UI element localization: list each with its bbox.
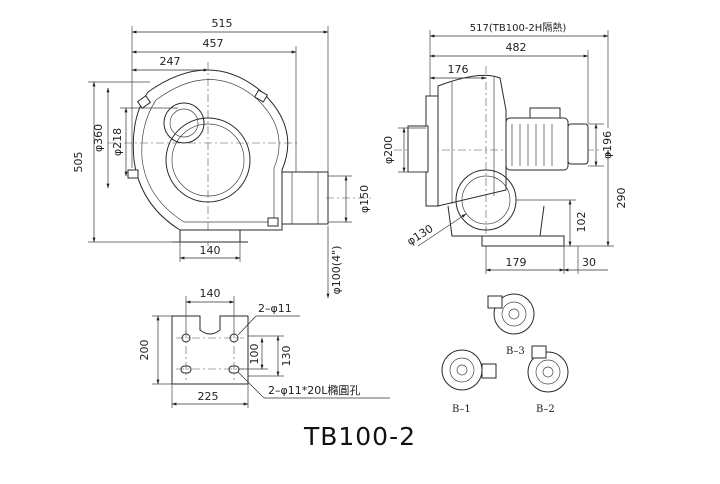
front-view: 515 457 247 505 φ360 φ218 φ150 φ100(4") …	[72, 17, 372, 299]
side-view: 517(TB100-2H隔熱) 482 176 φ200 φ196 290 10…	[382, 21, 628, 274]
dim-phi130: φ130	[405, 222, 436, 248]
dim-457: 457	[203, 37, 224, 50]
dim-plate-225: 225	[198, 390, 219, 403]
dim-179: 179	[506, 256, 527, 269]
dim-phi360: φ360	[92, 124, 105, 152]
side-base	[481, 235, 565, 247]
dim-plate-140: 140	[200, 287, 221, 300]
impeller-ring	[165, 117, 251, 203]
dim-holes-top: 2–φ11	[258, 302, 292, 315]
label-b1: B–1	[452, 404, 471, 415]
base-plate-view: 140 2–φ11 200 100 130 225 2–φ11*20L橢圓孔	[138, 287, 390, 408]
inlet-circle	[163, 102, 205, 144]
dim-515: 515	[212, 17, 233, 30]
diagram-title: TB100-2	[303, 422, 417, 451]
dim-phi196: φ196	[601, 131, 614, 159]
label-b2: B–2	[536, 404, 555, 415]
dim-482: 482	[506, 41, 527, 54]
b1-outlet	[481, 363, 497, 379]
dim-phi100: φ100(4")	[330, 246, 343, 295]
orientation-b3: B–3	[487, 293, 535, 357]
label-b3: B–3	[506, 346, 525, 357]
dim-plate-130: 130	[280, 346, 293, 367]
dim-247: 247	[160, 55, 181, 68]
dim-base-140: 140	[200, 244, 221, 257]
orientation-b2: B–2	[527, 345, 569, 415]
motor-body	[505, 117, 569, 171]
dim-102: 102	[575, 212, 588, 233]
b2-outlet	[531, 345, 547, 359]
dim-176: 176	[448, 63, 469, 76]
dim-plate-100: 100	[248, 344, 261, 365]
dim-phi218: φ218	[111, 128, 124, 156]
dim-290: 290	[615, 188, 628, 209]
base-plate	[171, 315, 249, 385]
inlet-pipe	[407, 125, 429, 173]
front-base	[179, 229, 241, 243]
side-housing	[437, 74, 507, 207]
dim-holes-bottom: 2–φ11*20L橢圓孔	[268, 383, 360, 397]
dim-517: 517(TB100-2H隔熱)	[470, 21, 567, 34]
orientation-b1: B–1	[441, 349, 497, 415]
dim-30: 30	[582, 256, 596, 269]
dim-phi200: φ200	[382, 136, 395, 164]
dim-505: 505	[72, 152, 85, 173]
b3-outlet	[487, 295, 503, 309]
terminal-box	[529, 107, 561, 119]
dim-phi150: φ150	[358, 185, 371, 213]
volute-housing	[132, 69, 289, 231]
dim-plate-200: 200	[138, 340, 151, 361]
outlet-duct	[281, 171, 329, 225]
